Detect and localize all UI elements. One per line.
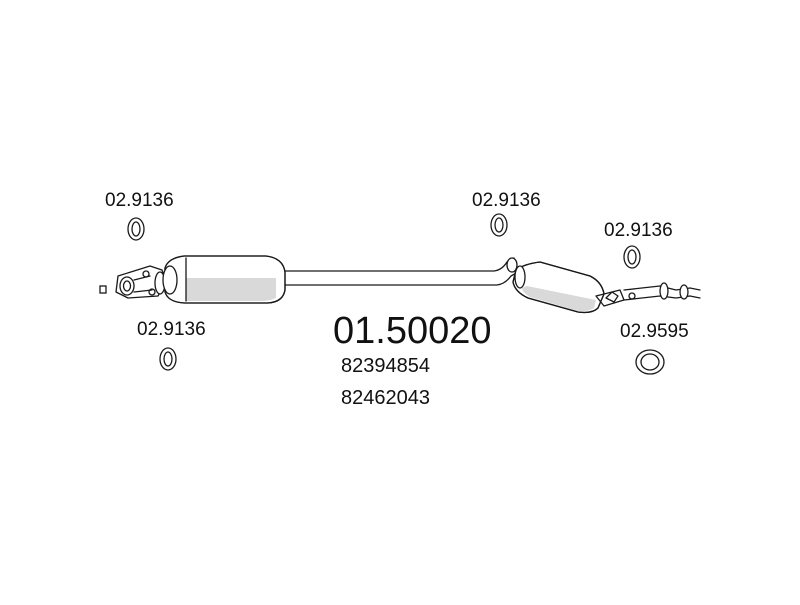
tail-pipe [595, 282, 701, 307]
part-label: 02.9136 [604, 220, 673, 241]
front-flange-pipe [115, 265, 167, 299]
part-label: 02.9595 [620, 321, 689, 342]
gasket-callout-top-right: 02.9136 [604, 220, 673, 269]
front-muffler [162, 255, 286, 304]
part-number-block: 01.50020 82394854 82462043 [333, 310, 492, 409]
pipe-end-square [99, 285, 107, 294]
middle-pipe [284, 257, 519, 286]
ring-gasket-icon [127, 217, 145, 241]
rear-muffler [512, 261, 605, 314]
exhaust-assembly [99, 255, 701, 314]
ring-gasket-icon [490, 213, 508, 237]
gasket-callout-top-left: 02.9136 [105, 190, 174, 241]
part-label: 02.9136 [137, 319, 206, 340]
part-label: 02.9136 [105, 190, 174, 211]
oe-number: 82462043 [341, 387, 430, 409]
gasket-callout-top-middle: 02.9136 [472, 190, 541, 237]
gasket-callout-bottom-right: 02.9595 [620, 321, 689, 375]
gasket-callout-bottom-left: 02.9136 [137, 319, 206, 371]
part-label: 02.9136 [472, 190, 541, 211]
main-part-number: 01.50020 [333, 310, 492, 352]
oe-number: 82394854 [341, 355, 430, 377]
ring-gasket-icon [159, 347, 177, 371]
oval-gasket-icon [635, 349, 665, 375]
ring-gasket-icon [623, 245, 641, 269]
